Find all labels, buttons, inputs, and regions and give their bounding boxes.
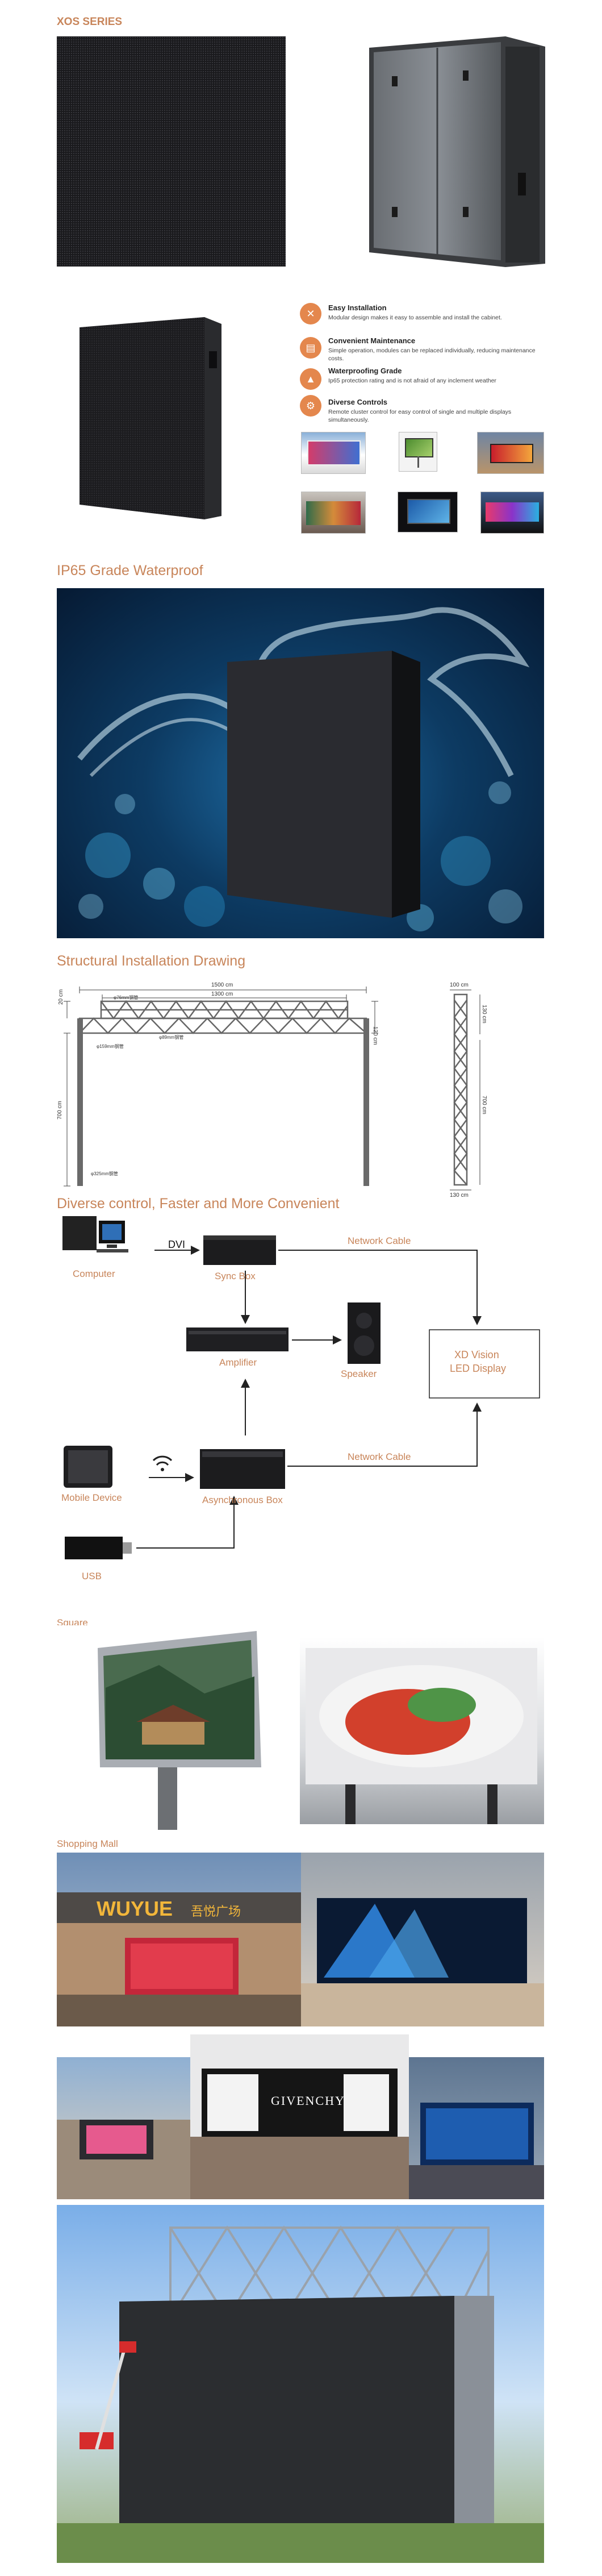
thumb-outdoor-screen-6 [480,492,544,534]
feature-desc-3: Remote cluster control for easy control … [328,409,512,423]
construction-photo [57,2205,544,2563]
section-title-control: Diverse control, Faster and More Conveni… [57,1196,340,1212]
dim-left-top: 20 cm [58,989,64,1005]
sign-wuyue-cn: 吾悦广场 [191,1905,241,1919]
control-flow-svg [62,1216,540,1559]
waterproof-svg [77,607,530,931]
label-usb: USB [82,1571,102,1582]
waterproof-photo [57,588,544,938]
label-sync-box: Sync Box [215,1271,256,1281]
dim-beam1: φ76mm钢管 [114,995,139,1000]
dim-top-height: 120 cm [372,1026,378,1045]
feature-title-0: Easy Installation [328,303,387,312]
cabinet-back-svg [369,36,545,267]
feature-desc-2: Ip65 protection rating and is not afraid… [328,377,496,384]
square-photo-2 [300,1637,544,1824]
label-display-2: LED Display [450,1363,507,1374]
square-photo-1-svg [98,1631,261,1830]
mall-photo-2-svg [301,1898,544,2026]
mall-photo-givenchy: GIVENCHY [190,2034,409,2199]
dim-post: φ325mm钢管 [91,1171,118,1176]
square-photo-2-svg [306,1648,537,1824]
dim-side-top: 100 cm [450,982,469,988]
sign-wuyue: WUYUE [97,1897,173,1920]
structural-svg [64,987,480,1191]
mall-photo-wuyue-svg [57,1892,301,2026]
feature-title-3: Diverse Controls [328,398,388,406]
mall-photo-2 [301,1853,544,2026]
thumb-outdoor-screen-1 [301,432,366,474]
thumb-outdoor-screen-3 [477,432,544,474]
control-flow-diagram: Computer DVI Sync Box Network Cable Ampl… [57,1216,545,1603]
cabinet-side-photo [80,317,227,519]
dim-beam2: φ89mm钢管 [159,1035,184,1040]
dim-height-left: 700 cm [57,1101,63,1120]
label-network-cable-1: Network Cable [348,1235,411,1246]
gear-icon: ⚙ [300,395,321,417]
feature-desc-1: Simple operation, modules can be replace… [328,347,536,362]
dim-side-height: 700 cm [481,1096,487,1114]
label-speaker: Speaker [341,1368,377,1379]
series-title: XOS SERIES [57,16,123,28]
construction-svg [57,2225,544,2563]
mall-photo-5 [409,2057,544,2199]
label-mobile: Mobile Device [61,1492,122,1503]
label-display-1: XD Vision [454,1349,499,1360]
warning-icon: ▲ [300,368,321,390]
label-amplifier: Amplifier [219,1357,257,1368]
structural-drawing: 1500 cm 1300 cm 20 cm 120 cm 700 cm φ76m… [57,977,545,1198]
square-photo-1 [57,1625,290,1830]
sign-givenchy: GIVENCHY [271,2094,345,2108]
section-title-structural: Structural Installation Drawing [57,953,246,969]
mall-photo-givenchy-svg [190,2069,409,2199]
feature-desc-0: Modular design makes it easy to assemble… [328,314,502,321]
cabinet-side-svg [80,317,221,519]
label-dvi: DVI [168,1239,186,1250]
mall-photo-wuyue: WUYUE 吾悦广场 [57,1853,301,2026]
label-async-box: Asynchronous Box [202,1495,283,1505]
dim-beam3: φ159mm钢管 [97,1044,124,1049]
label-network-cable-2: Network Cable [348,1451,411,1462]
feature-title-2: Waterproofing Grade [328,367,402,375]
led-module-front [57,36,286,267]
dim-side-right-top: 130 cm [481,1005,487,1023]
section-title-waterproof: IP65 Grade Waterproof [57,563,203,579]
thumb-outdoor-screen-4 [301,492,366,534]
dim-side-bottom: 130 cm [450,1192,469,1198]
cabinet-back-photo [369,36,545,267]
thumb-outdoor-screen-5 [398,492,458,532]
dim-total-width: 1500 cm [211,982,233,988]
feature-title-1: Convenient Maintenance [328,336,416,345]
mall-photo-3-svg [57,2120,190,2199]
dim-inner-width: 1300 cm [211,991,233,997]
mall-photo-3 [57,2057,190,2199]
section-title-mall: Shopping Mall [57,1838,118,1849]
wrench-icon: ✕ [300,303,321,324]
mall-photo-5-svg [409,2103,544,2199]
thumb-outdoor-screen-2 [399,432,437,472]
label-computer: Computer [73,1268,115,1279]
toolbox-icon: ▤ [300,337,321,359]
